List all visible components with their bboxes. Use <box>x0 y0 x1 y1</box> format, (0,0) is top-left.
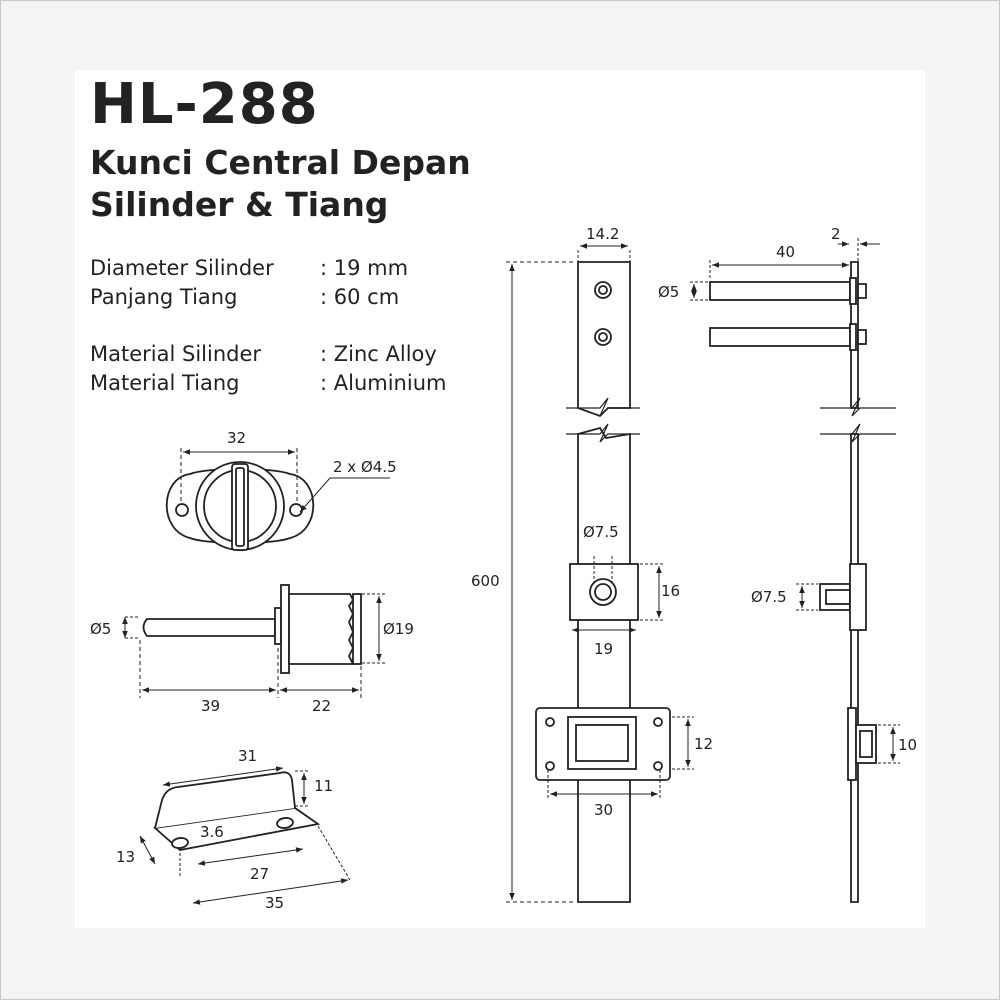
dim-side-keeper-height: 10 <box>898 736 917 754</box>
bar-front-view <box>535 261 671 903</box>
spec-row-diameter: Diameter Silinder : 19 mm <box>90 256 408 280</box>
dim-shaft-dia: Ø5 <box>90 620 111 638</box>
dim-bracket-total: 35 <box>265 894 284 912</box>
product-name-line1: Kunci Central Depan <box>90 143 471 182</box>
spec-label: Material Silinder <box>90 342 262 366</box>
dim-guide-width: 19 <box>594 640 613 658</box>
dim-guide-height: 16 <box>661 582 680 600</box>
dim-pin-dia: Ø5 <box>658 283 679 301</box>
spec-value: : 60 cm <box>320 285 400 309</box>
spec-value: : 19 mm <box>320 256 409 280</box>
dim-bracket-pitch: 27 <box>250 865 269 883</box>
dim-cyl-holes: 2 x Ø4.5 <box>333 458 397 476</box>
dim-cyl-width: 32 <box>227 429 246 447</box>
spec-row-bar-material: Material Tiang : Aluminium <box>90 371 446 395</box>
spec-value: : Aluminium <box>320 371 447 395</box>
dim-keeper-height: 12 <box>694 735 713 753</box>
cylinder-side-view <box>142 584 362 674</box>
product-name-line2: Silinder & Tiang <box>90 185 389 224</box>
dim-body-dia: Ø19 <box>383 620 414 638</box>
bar-side-view <box>709 261 877 903</box>
dim-bar-width: 14.2 <box>586 225 619 243</box>
dim-body-len: 22 <box>312 697 331 715</box>
dim-bracket-width: 13 <box>116 848 135 866</box>
dim-bar-length: 600 <box>471 572 500 590</box>
product-code: HL-288 <box>90 72 319 137</box>
bracket-view <box>152 771 321 851</box>
dim-side-hole: Ø7.5 <box>751 588 787 606</box>
dim-plate-thickness: 2 <box>831 225 841 243</box>
spec-value: : Zinc Alloy <box>320 342 437 366</box>
dim-pin-length: 40 <box>776 243 795 261</box>
spec-label: Diameter Silinder <box>90 256 274 280</box>
spec-row-cylinder-material: Material Silinder : Zinc Alloy <box>90 342 437 366</box>
dim-keeper-width: 30 <box>594 801 613 819</box>
dim-shaft-len: 39 <box>201 697 220 715</box>
cylinder-front-view <box>165 461 315 551</box>
dim-guide-hole: Ø7.5 <box>583 523 619 541</box>
spec-row-length: Panjang Tiang : 60 cm <box>90 285 399 309</box>
spec-label: Panjang Tiang <box>90 285 238 309</box>
spec-label: Material Tiang <box>90 371 240 395</box>
dim-bracket-hole: 3.6 <box>200 823 224 841</box>
dim-bracket-length: 31 <box>238 747 257 765</box>
dim-bracket-height: 11 <box>314 777 333 795</box>
